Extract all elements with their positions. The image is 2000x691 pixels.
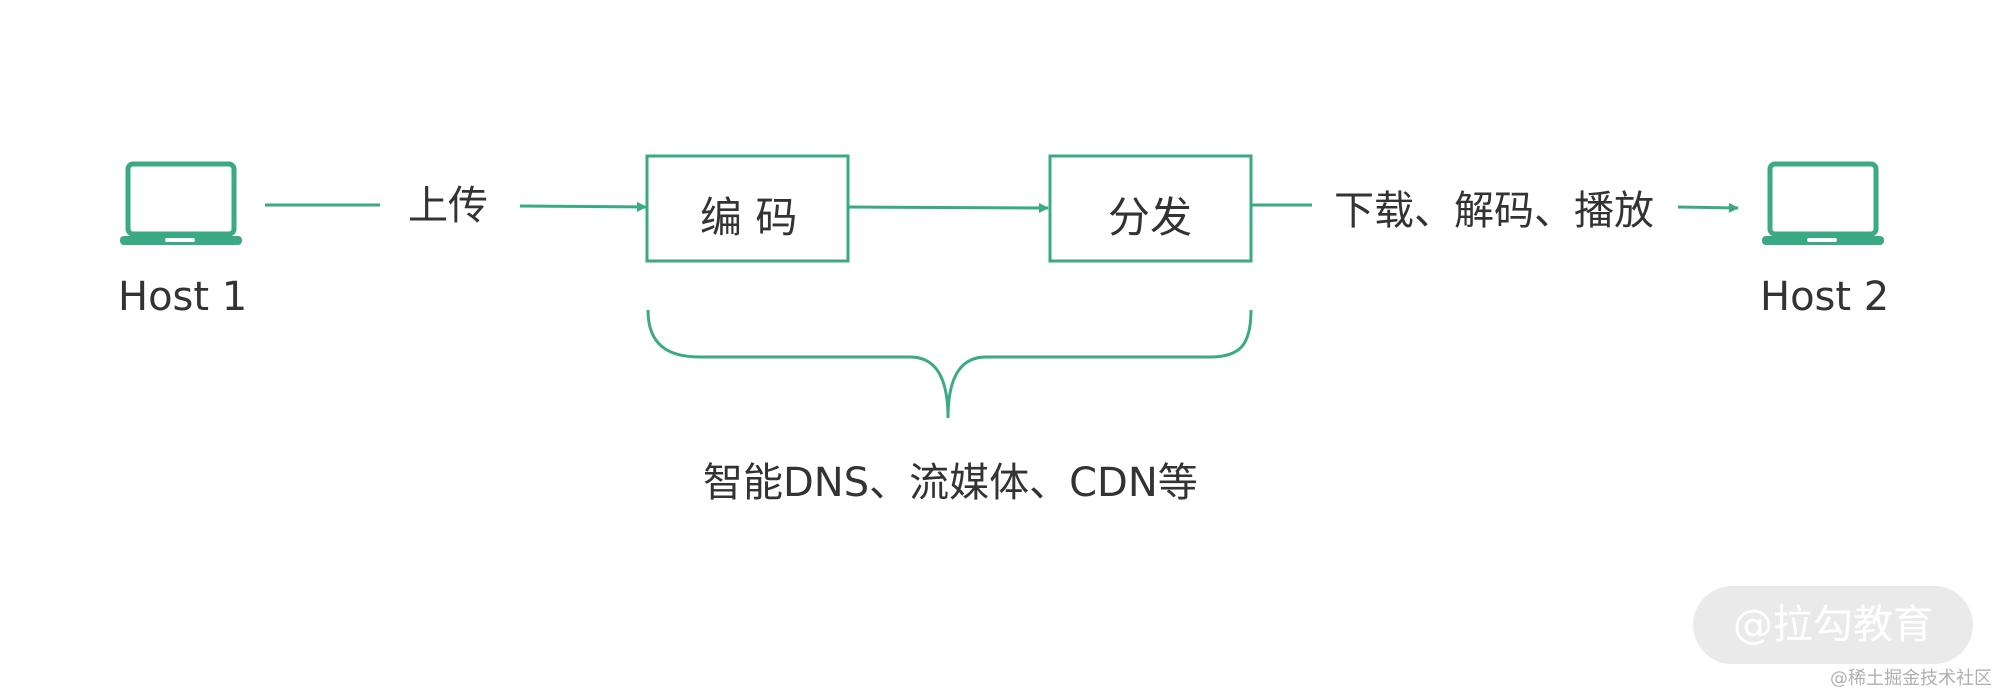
host2-label: Host 2 <box>1760 274 1890 320</box>
site-credit: @稀土掘金技术社区 <box>1830 668 1992 689</box>
download-edge <box>1251 202 1739 213</box>
laptop-icon <box>1762 161 1884 245</box>
upload-edge <box>265 201 647 212</box>
encode-to-distribute-edge <box>847 202 1049 213</box>
laptop-icon <box>120 161 242 245</box>
distribute-box <box>1048 154 1253 263</box>
host1-label: Host 1 <box>118 274 248 320</box>
encode-label: 编 码 <box>700 193 798 242</box>
brace-note: 智能DNS、流媒体、CDN等 <box>703 460 1198 506</box>
watermark: @拉勾教育 <box>1693 586 1973 664</box>
grouping-brace <box>646 309 1253 419</box>
download-label: 下载、解码、播放 <box>1334 188 1654 234</box>
upload-label: 上传 <box>408 183 488 229</box>
distribute-label: 分发 <box>1108 193 1193 242</box>
